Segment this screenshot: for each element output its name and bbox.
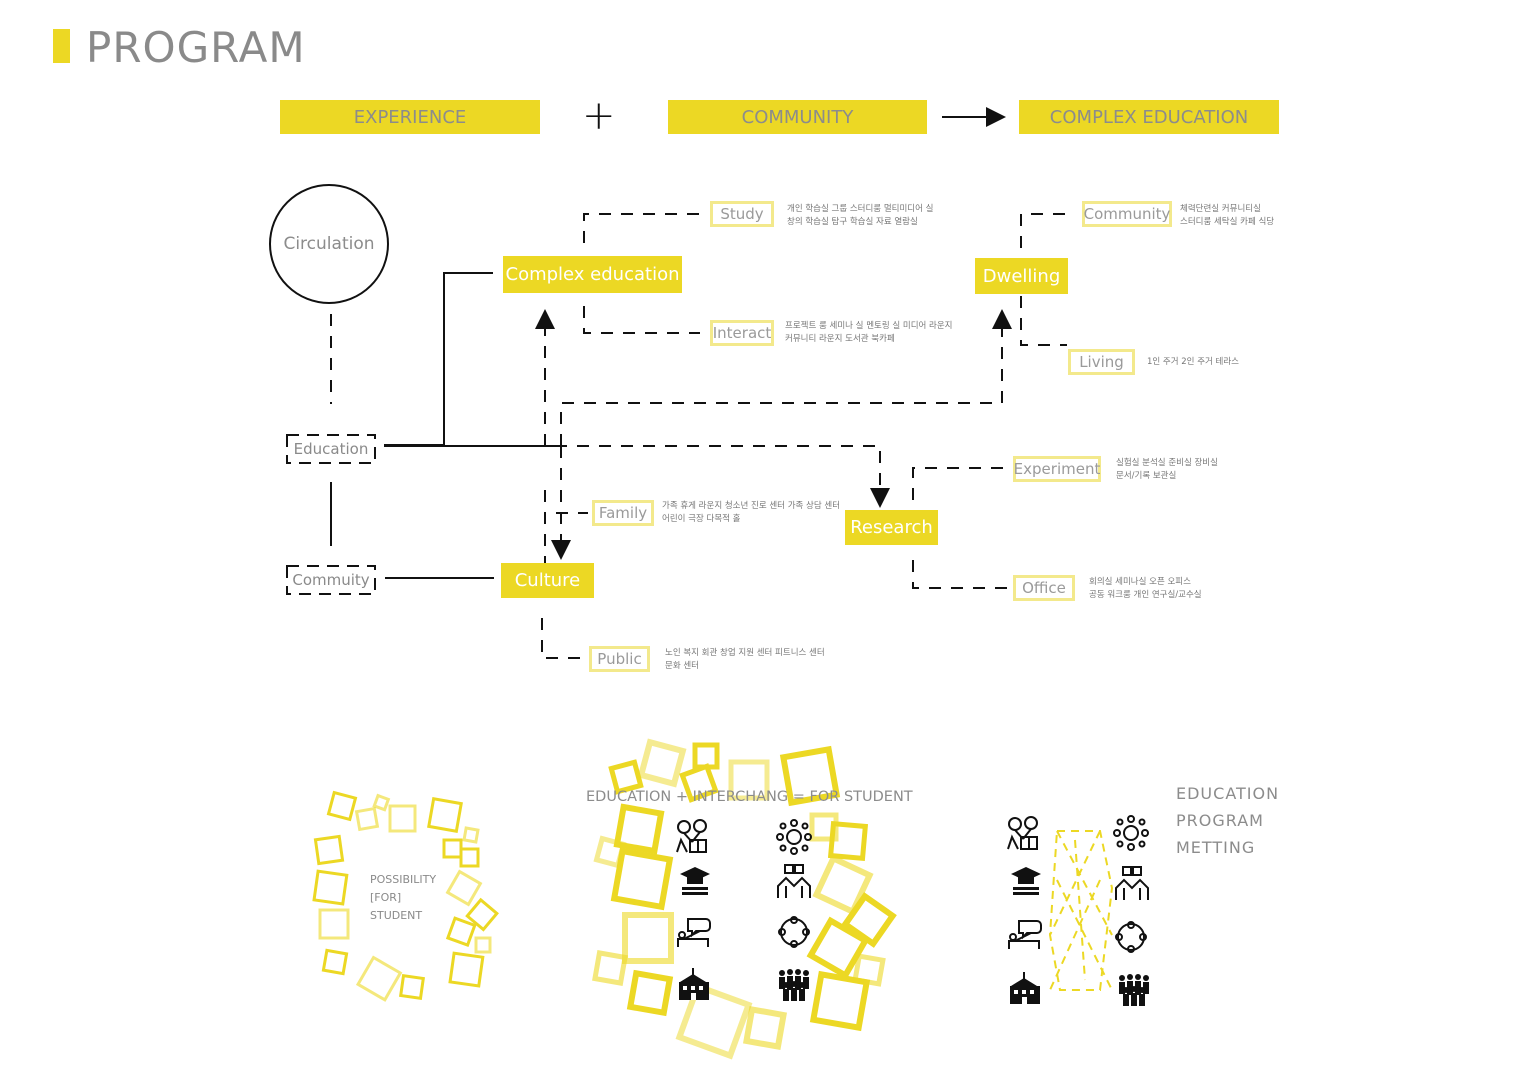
plus-sign: +	[582, 93, 616, 139]
office-desc-2: 공동 워크룸 개인 연구실/교수실	[1089, 590, 1202, 600]
experiment-desc-1: 실험실 분석실 준비실 장비실	[1116, 458, 1218, 468]
sub-study: Study	[710, 201, 774, 227]
meeting-table-icon	[1113, 815, 1149, 851]
title-accent-bar	[53, 29, 70, 63]
education-box: Education	[293, 440, 369, 458]
circulation-circle: Circulation	[269, 184, 389, 304]
right-caption: EDUCATION PROGRAM METTING	[1176, 784, 1280, 857]
puzzle-hands-icon	[1115, 866, 1149, 900]
interact-desc-1: 프로젝트 룸 세미나 실 멘토링 실 미디어 라운지	[785, 321, 953, 331]
crowd-icon	[779, 969, 809, 1001]
header-complex-education: COMPLEX EDUCATION	[1019, 100, 1279, 134]
graduation-cap-icon	[1011, 867, 1041, 895]
sub-interact: Interact	[710, 320, 774, 346]
crowd-icon	[1119, 974, 1149, 1006]
experiment-desc-2: 문서/기록 보관실	[1116, 471, 1177, 481]
node-dwelling: Dwelling	[975, 258, 1068, 294]
sub-office: Office	[1013, 575, 1075, 601]
education-program-icon	[676, 819, 707, 853]
interact-desc-2: 커뮤니티 라운지 도서관 북카페	[785, 334, 895, 344]
public-desc-1: 노인 복지 회관 창업 지원 센터 피트니스 센터	[665, 648, 825, 658]
public-desc-2: 문화 센터	[665, 661, 699, 671]
study-desc-2: 창의 학습실 탐구 학습실 자료 열람실	[787, 217, 918, 227]
meeting-table-icon	[776, 819, 812, 855]
office-desc-1: 회의실 세미나실 오픈 오피스	[1089, 577, 1191, 587]
possibility-text: POSSIBILITY [FOR] STUDENT	[370, 873, 437, 922]
graduation-cap-icon	[680, 867, 710, 895]
idea-bed-icon	[1008, 920, 1042, 949]
group-circle-icon	[778, 916, 810, 948]
node-culture: Culture	[501, 563, 594, 598]
sub-experiment: Experiment	[1013, 456, 1101, 482]
school-building-icon	[679, 968, 709, 1000]
sub-community: Community	[1082, 201, 1172, 227]
group-circle-icon	[1115, 921, 1147, 953]
study-desc-1: 개인 학습실 그룹 스터디룸 멀티미디어 실	[787, 204, 934, 214]
center-caption: EDUCATION + INTERCHANG = FOR STUDENT	[586, 789, 913, 805]
sub-living: Living	[1068, 349, 1135, 375]
puzzle-hands-icon	[777, 864, 811, 898]
community-desc-1: 체력단련실 커뮤니티실	[1180, 204, 1261, 214]
living-desc-1: 1인 주거 2인 주거 테라스	[1147, 357, 1240, 367]
idea-bed-icon	[677, 918, 711, 947]
education-program-icon	[1007, 816, 1038, 850]
header-experience: EXPERIENCE	[280, 100, 540, 134]
community-left-box: Commuity	[292, 571, 370, 589]
family-desc-2: 어린이 극장 다목적 홀	[662, 514, 741, 524]
node-complex-education: Complex education	[503, 256, 682, 293]
family-desc-1: 가족 휴게 라운지 청소년 진로 센터 가족 상담 센터	[662, 501, 841, 511]
sub-family: Family	[592, 500, 654, 526]
node-research: Research	[845, 510, 938, 545]
sub-public: Public	[589, 646, 650, 672]
page-title: PROGRAM	[86, 23, 306, 72]
community-desc-2: 스터디룸 세탁실 카페 식당	[1180, 217, 1275, 227]
school-building-icon	[1010, 972, 1040, 1004]
header-community: COMMUNITY	[668, 100, 927, 134]
